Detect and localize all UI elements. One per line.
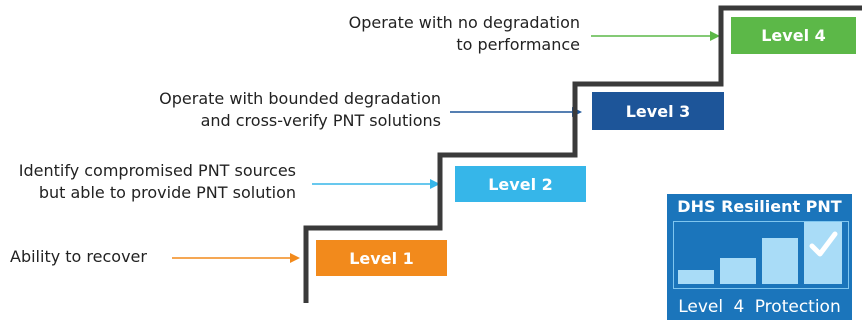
level-2-box: Level 2 — [455, 166, 586, 202]
level-1-arrow-head-icon — [290, 253, 300, 263]
level-3-description-line-2: and cross-verify PNT solutions — [200, 111, 441, 130]
level-3-description-line-1: Operate with bounded degradation — [159, 89, 441, 108]
level-3-description: Operate with bounded degradation and cro… — [141, 88, 441, 132]
level-2-description-line-1: Identify compromised PNT sources — [18, 161, 296, 180]
checkmark-icon — [809, 231, 838, 257]
level-4-box: Level 4 — [731, 17, 856, 54]
level-2-label: Level 2 — [488, 174, 553, 194]
level-3-label: Level 3 — [625, 101, 691, 121]
level-4-label: Level 4 — [761, 26, 826, 45]
badge-bar-3 — [762, 238, 798, 284]
level-2-description: Identify compromised PNT sources but abl… — [0, 160, 296, 204]
level-1-label: Level 1 — [349, 248, 414, 268]
level-4-description-line-1: Operate with no degradation — [348, 13, 580, 32]
level-1-description: Ability to recover — [10, 246, 147, 268]
level-1-description-line-1: Ability to recover — [10, 247, 147, 266]
badge-title: DHS Resilient PNT — [677, 197, 842, 216]
level-4-description-line-2: to performance — [456, 35, 580, 54]
badge-bar-4 — [804, 222, 842, 284]
level-3-box: Level 3 — [592, 92, 724, 130]
badge-bar-1 — [678, 270, 714, 284]
level-4-arrow-head-icon — [710, 31, 720, 41]
dhs-resilient-pnt-badge: DHS Resilient PNT Level 4 Protection — [665, 192, 854, 322]
badge-bar-2 — [720, 258, 756, 284]
badge-footer: Level 4 Protection — [678, 297, 841, 317]
level-4-description: Operate with no degradation to performan… — [280, 12, 580, 56]
level-2-description-line-2: but able to provide PNT solution — [38, 183, 296, 202]
level-1-box: Level 1 — [316, 240, 447, 276]
badge-bar-panel — [673, 221, 849, 289]
level-2-arrow-head-icon — [430, 179, 440, 189]
